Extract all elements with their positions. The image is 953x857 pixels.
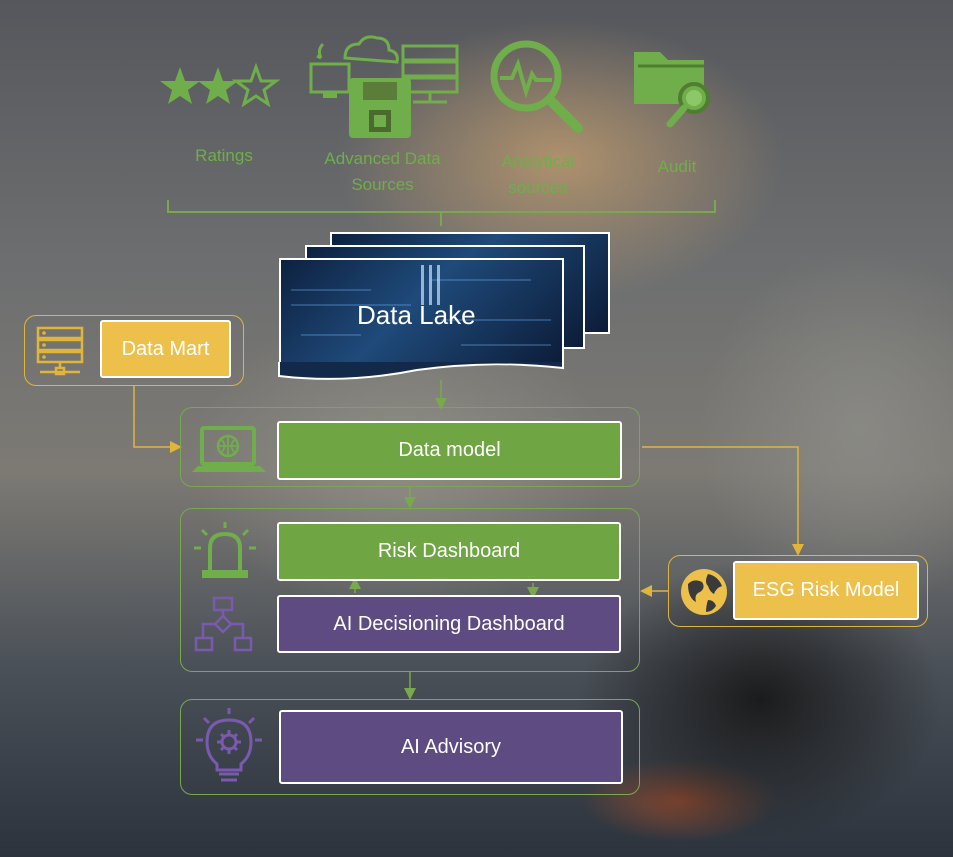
data-mart-frame xyxy=(24,315,244,386)
ai-decisioning-box[interactable]: AI Decisioning Dashboard xyxy=(277,595,621,653)
arrow-mart-to-model xyxy=(133,386,182,453)
source-label-ratings: Ratings xyxy=(195,146,253,165)
data-lake-label: Data Lake xyxy=(357,300,476,330)
data-model-box[interactable]: Data model xyxy=(277,421,622,480)
esg-frame xyxy=(668,555,928,627)
magnifier-pulse-icon xyxy=(490,40,583,133)
source-label-advanced-data: Advanced Data Sources xyxy=(324,149,441,194)
lightbulb-gear-icon xyxy=(196,708,262,782)
risk-dashboard-box[interactable]: Risk Dashboard xyxy=(277,522,621,581)
ai-advisory-box[interactable]: AI Advisory xyxy=(279,710,623,784)
advisory-frame xyxy=(180,699,640,795)
flowchart-icon xyxy=(194,596,253,652)
server-icon xyxy=(36,326,84,376)
globe-icon xyxy=(681,569,727,615)
esg-risk-model-box[interactable]: ESG Risk Model xyxy=(733,561,919,620)
data-lake-wave-bottom xyxy=(278,362,564,380)
source-label-analytical: Analytical sources xyxy=(501,152,575,197)
cloud-monitor-floppy-server-icon xyxy=(309,35,459,138)
data-model-frame xyxy=(180,407,640,487)
arrow-model-to-esg xyxy=(642,446,804,556)
sources-brace xyxy=(167,200,716,226)
dashboards-frame xyxy=(180,508,640,672)
laptop-globe-icon xyxy=(192,426,266,472)
three-stars-icon xyxy=(160,62,280,108)
alarm-light-icon xyxy=(194,522,256,578)
data-lake-card-front xyxy=(279,258,564,366)
folder-search-icon xyxy=(634,52,710,128)
data-mart-box[interactable]: Data Mart xyxy=(100,320,231,378)
source-label-audit: Audit xyxy=(657,157,697,176)
